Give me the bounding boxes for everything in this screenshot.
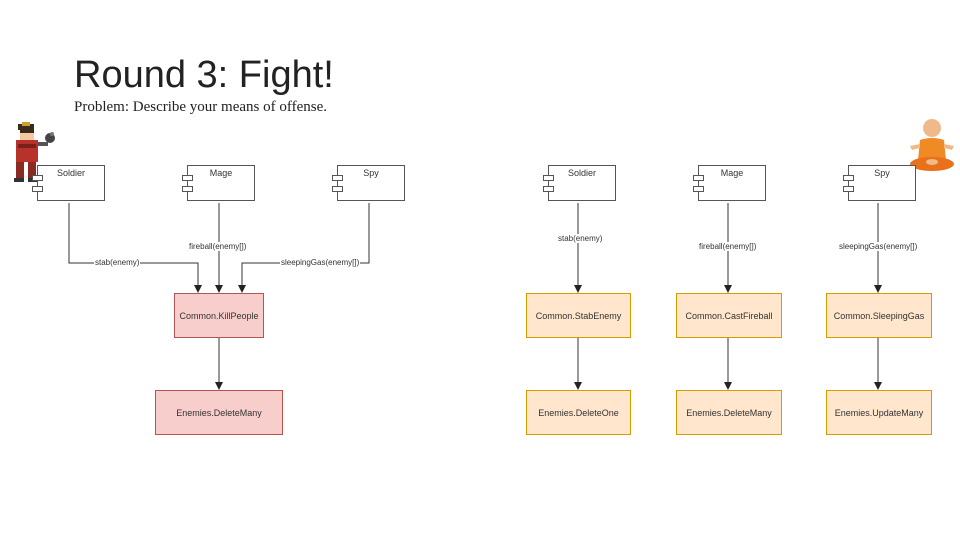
- component-tab: [843, 175, 854, 181]
- component-label: Soldier: [567, 168, 596, 178]
- component-soldier: Soldier: [32, 165, 105, 201]
- samurai-character: [14, 122, 55, 182]
- edge-label-sleepinggas: sleepingGas(enemy[]): [280, 258, 361, 267]
- slide-title: Round 3: Fight!: [74, 54, 334, 96]
- component-spy: Spy: [332, 165, 405, 201]
- box-enemies-deleteone: Enemies.DeleteOne: [526, 390, 631, 435]
- component-label: Mage: [209, 168, 233, 178]
- edge-label-stab: stab(enemy): [94, 258, 141, 267]
- edge-label-fireball: fireball(enemy[]): [698, 242, 758, 251]
- component-label: Spy: [874, 168, 890, 178]
- edge-label-stab: stab(enemy): [557, 234, 604, 243]
- edge-label-fireball: fireball(enemy[]): [188, 242, 248, 251]
- slide-subtitle: Problem: Describe your means of offense.: [74, 99, 327, 115]
- meditating-monk: [910, 119, 954, 171]
- edge-label-sleepinggas: sleepingGas(enemy[]): [838, 242, 919, 251]
- component-label: Mage: [720, 168, 744, 178]
- component-tab: [182, 175, 193, 181]
- box-common-sleepinggas: Common.SleepingGas: [826, 293, 932, 338]
- component-label: Soldier: [56, 168, 85, 178]
- component-tab: [693, 186, 704, 192]
- component-tab: [332, 175, 343, 181]
- component-tab: [543, 175, 554, 181]
- box-enemies-deletemany: Enemies.DeleteMany: [155, 390, 283, 435]
- component-tab: [843, 186, 854, 192]
- box-common-killpeople: Common.KillPeople: [174, 293, 264, 338]
- component-mage: Mage: [693, 165, 766, 201]
- component-tab: [332, 186, 343, 192]
- component-tab: [543, 186, 554, 192]
- component-tab: [182, 186, 193, 192]
- component-tab: [32, 186, 43, 192]
- component-tab: [32, 175, 43, 181]
- component-spy: Spy: [843, 165, 916, 201]
- component-mage: Mage: [182, 165, 255, 201]
- component-soldier: Soldier: [543, 165, 616, 201]
- box-enemies-deletemany: Enemies.DeleteMany: [676, 390, 782, 435]
- box-enemies-updatemany: Enemies.UpdateMany: [826, 390, 932, 435]
- component-label: Spy: [363, 168, 379, 178]
- component-tab: [693, 175, 704, 181]
- box-common-castfireball: Common.CastFireball: [676, 293, 782, 338]
- box-common-stabenemy: Common.StabEnemy: [526, 293, 631, 338]
